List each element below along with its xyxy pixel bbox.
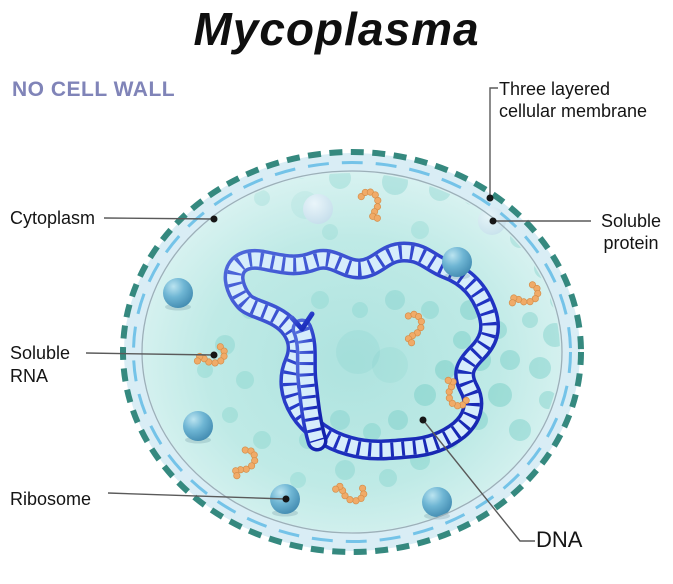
label-membrane-line2: cellular membrane xyxy=(499,101,648,121)
pointer-ribosome-dot xyxy=(282,495,290,503)
cytoplasm-granule xyxy=(414,384,436,406)
pointer-cytoplasm-line xyxy=(103,217,215,220)
soluble-rna-molecule xyxy=(332,482,368,505)
label-rna-line2: RNA xyxy=(10,366,49,386)
cytoplasm-granule xyxy=(529,357,551,379)
rna-bead xyxy=(453,402,462,410)
cytoplasm-granule xyxy=(254,190,270,206)
cytoplasm-granule xyxy=(372,347,408,383)
ribosome xyxy=(442,247,472,277)
rna-bead xyxy=(508,299,516,307)
label-ribosome: Ribosome xyxy=(10,488,91,511)
rna-bead xyxy=(233,472,241,480)
pointer-soluble-rna-line xyxy=(85,352,215,356)
cytoplasm-granule xyxy=(222,407,238,423)
soluble-rna-molecule xyxy=(444,376,470,410)
pointer-membrane-line xyxy=(489,87,498,197)
rna-bead xyxy=(444,376,452,384)
cytoplasm-granule xyxy=(363,423,381,441)
cytoplasm-granule xyxy=(411,221,429,239)
cytoplasm-granule xyxy=(435,360,455,380)
cytoplasm-granule xyxy=(330,410,350,430)
label-ribosome-text: Ribosome xyxy=(10,489,92,509)
cytoplasm-granule xyxy=(197,362,213,378)
label-protein-line2: protein xyxy=(603,233,659,253)
cytoplasm-granule xyxy=(352,302,368,318)
rna-bead xyxy=(357,494,365,502)
cytoplasm-granule xyxy=(522,312,538,328)
label-soluble-protein: Soluble protein xyxy=(594,210,668,254)
soluble-rna-molecule xyxy=(232,446,259,480)
label-membrane-line1: Three layered xyxy=(499,79,611,99)
cytoplasm-granule xyxy=(322,224,338,240)
cytoplasm-granule xyxy=(388,410,408,430)
label-dna: DNA xyxy=(536,528,582,551)
page-title: Mycoplasma xyxy=(193,3,480,55)
pointer-membrane-dot xyxy=(486,194,494,202)
rna-bead xyxy=(373,214,381,222)
rna-bead xyxy=(534,289,542,298)
organelles-group xyxy=(163,188,542,520)
subtitle-no-cell-wall: NO CELL WALL xyxy=(12,78,176,101)
soluble-rna-molecule xyxy=(404,310,425,347)
cytoplasm-granule xyxy=(253,431,271,449)
label-three-layered-membrane: Three layered cellular membrane xyxy=(499,78,647,122)
rna-bead xyxy=(341,492,349,500)
cytoplasm-granule xyxy=(329,173,351,189)
cytoplasm-granule xyxy=(335,460,355,480)
label-soluble-rna: Soluble RNA xyxy=(10,342,70,388)
ribosome xyxy=(422,487,452,517)
cytoplasm-granule xyxy=(421,301,439,319)
soluble-rna-molecule xyxy=(357,188,382,222)
dna-molecule xyxy=(234,252,490,450)
cytoplasm-granule xyxy=(543,323,560,347)
cytoplasm-granule xyxy=(488,383,512,407)
cell-membrane xyxy=(120,149,584,555)
rna-bead xyxy=(408,339,416,347)
ribosome xyxy=(163,278,193,308)
soluble-rna-molecule xyxy=(508,281,542,307)
cytoplasm-granule xyxy=(336,330,380,374)
pointer-cytoplasm-dot xyxy=(210,215,218,223)
ribosome xyxy=(183,411,213,441)
label-rna-line1: Soluble xyxy=(10,343,71,363)
cytoplasm-granule xyxy=(379,469,397,487)
rna-bead xyxy=(242,465,250,473)
membrane-inner-line xyxy=(141,170,563,534)
cytoplasm-granule xyxy=(236,371,254,389)
rna-bead xyxy=(445,388,453,396)
cytoplasm-granule xyxy=(311,291,329,309)
label-cytoplasm: Cytoplasm xyxy=(10,207,95,230)
pointer-soluble-protein-dot xyxy=(489,217,497,225)
rna-bead xyxy=(250,451,258,459)
cytoplasm-granule xyxy=(385,290,405,310)
cytoplasm-granule xyxy=(509,419,531,441)
pointer-dna-dot xyxy=(419,416,427,424)
pointer-ribosome-line xyxy=(107,492,287,500)
membrane-outer-dash xyxy=(120,149,584,555)
pointer-dna-line xyxy=(422,419,535,542)
rna-bead xyxy=(520,298,528,306)
pointer-lines-group xyxy=(85,87,591,542)
rna-bead xyxy=(332,485,340,493)
dna-strand-fork xyxy=(289,311,315,332)
membrane-middle-dash xyxy=(132,161,572,543)
label-cytoplasm-text: Cytoplasm xyxy=(10,208,96,228)
label-dna-text: DNA xyxy=(536,527,583,552)
cytoplasm-granule xyxy=(453,331,471,349)
cytoplasm-granule xyxy=(290,472,306,488)
label-protein-line1: Soluble xyxy=(600,211,662,231)
soluble-protein xyxy=(303,194,333,224)
rna-bead xyxy=(193,357,201,365)
pointer-soluble-rna-dot xyxy=(210,351,218,359)
cytoplasm-granule xyxy=(500,350,520,370)
